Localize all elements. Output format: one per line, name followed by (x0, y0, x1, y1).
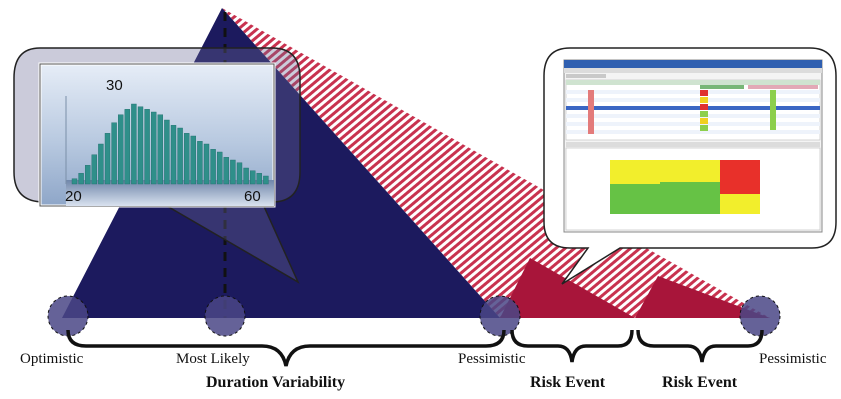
duration-variability-label: Duration Variability (206, 374, 346, 391)
histogram-bar (183, 133, 190, 185)
risk-event-triangle-1 (500, 258, 635, 318)
software-screenshot-thumbnail (563, 59, 823, 233)
histogram-bar (263, 175, 269, 185)
histogram-bar (84, 165, 91, 185)
histogram-bar (117, 114, 124, 185)
risk-event-label-1: Risk Event (530, 374, 606, 391)
histogram-bar (223, 157, 230, 185)
histogram-bars (71, 103, 269, 185)
histogram-bar (236, 162, 243, 185)
risk-event-triangle-2 (635, 276, 770, 318)
most-likely-label: Most Likely (176, 351, 250, 367)
histogram-bar (203, 143, 210, 185)
histogram-bar (91, 154, 98, 185)
pessimistic-marker-2 (739, 295, 781, 337)
histogram-bar (230, 159, 236, 185)
thumbnail-table-rows (566, 90, 820, 134)
histogram-bar (249, 170, 256, 185)
histogram-bar (243, 167, 249, 185)
risk-event-brace-2 (636, 329, 764, 363)
histogram-bar (111, 122, 117, 185)
histogram-bar (131, 103, 137, 185)
histogram-bar (157, 114, 164, 185)
histogram-bar (216, 151, 223, 185)
pessimistic-marker-1 (479, 295, 521, 337)
software-callout (543, 47, 837, 285)
pessimistic-label-1: Pessimistic (458, 351, 526, 367)
histogram-bar (137, 106, 144, 185)
histogram-bar (210, 149, 216, 185)
histogram-max-label: 60 (244, 188, 261, 205)
histogram-bar (190, 135, 197, 185)
histogram-min-label: 20 (65, 188, 82, 205)
histogram-bar (144, 109, 150, 185)
histogram-peak-label: 30 (106, 77, 123, 94)
histogram-callout: 30 20 60 (13, 47, 301, 284)
histogram-bar (197, 141, 203, 185)
histogram-bar (256, 173, 262, 185)
histogram-bar (177, 127, 183, 185)
histogram-bar (124, 109, 131, 185)
histogram-bar (71, 178, 78, 185)
histogram-bar (98, 143, 104, 185)
most-likely-marker (204, 295, 246, 337)
histogram-bar (78, 173, 84, 185)
histogram-bar (150, 111, 157, 185)
optimistic-label: Optimistic (20, 351, 84, 367)
histogram-bar (164, 119, 170, 185)
histogram-bar (170, 125, 177, 185)
risk-event-label-2: Risk Event (662, 374, 738, 391)
duration-variability-brace (66, 329, 506, 367)
histogram-bar (104, 133, 111, 185)
pessimistic-label-2: Pessimistic (759, 351, 827, 367)
duration-variability-triangle (62, 8, 500, 318)
risk-event-brace-1 (510, 329, 634, 363)
